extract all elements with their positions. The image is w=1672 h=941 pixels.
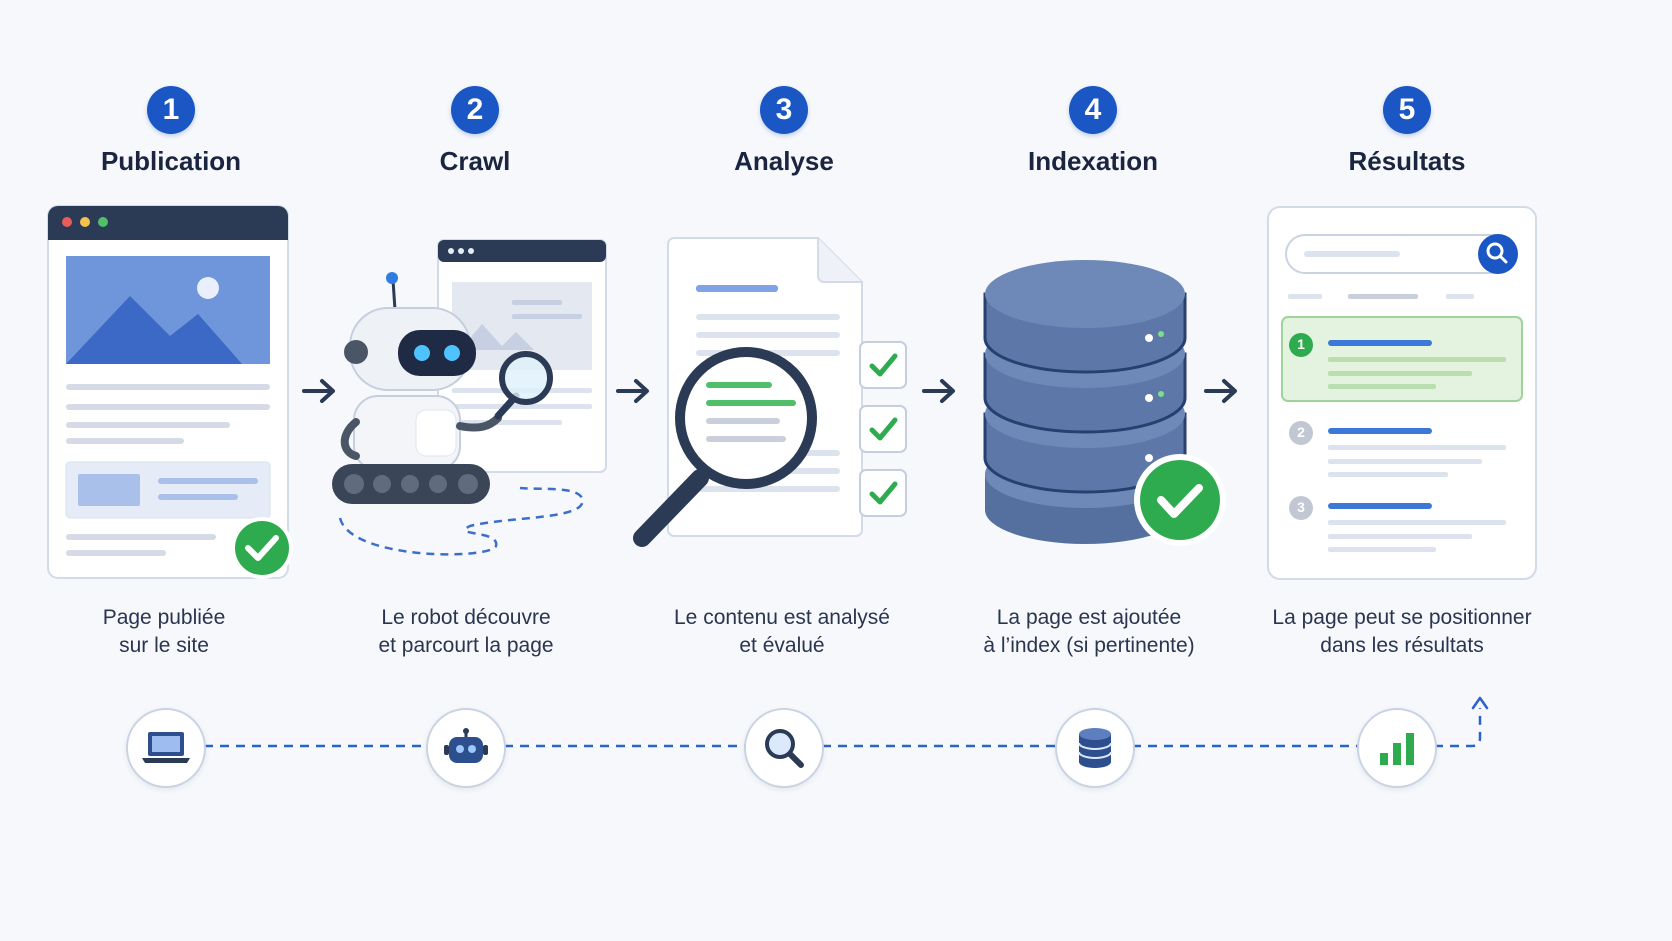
step-1-caption-line1: Page publiée bbox=[102, 606, 226, 629]
database-illustration bbox=[983, 260, 1226, 546]
step-2-number: 2 bbox=[451, 86, 499, 134]
step-5-caption: La page peut se positionner dans les rés… bbox=[1242, 604, 1562, 660]
step-3-title: Analyse bbox=[734, 146, 834, 176]
timeline-step-3 bbox=[744, 708, 824, 788]
laptop-icon bbox=[142, 732, 190, 763]
step-2-title: Crawl bbox=[439, 146, 511, 176]
bar-chart-icon bbox=[1380, 733, 1414, 765]
step-4-caption: La page est ajoutée à l’index (si pertin… bbox=[929, 604, 1249, 660]
search-results-illustration: 1 2 3 bbox=[1266, 205, 1538, 581]
step-3-caption-line2: et évalué bbox=[739, 634, 825, 657]
step-3-caption: Le contenu est analysé et évalué bbox=[622, 604, 942, 660]
step-1-title: Publication bbox=[100, 146, 242, 176]
database-icon bbox=[1078, 728, 1112, 768]
step-3-number: 3 bbox=[760, 86, 808, 134]
robot-icon bbox=[444, 728, 488, 763]
step-5-number: 5 bbox=[1383, 86, 1431, 134]
step-5-caption-line2: dans les résultats bbox=[1320, 634, 1484, 657]
step-4-number: 4 bbox=[1069, 86, 1117, 134]
step-1-number: 1 bbox=[147, 86, 195, 134]
step-2-caption-line2: et parcourt la page bbox=[378, 634, 554, 657]
timeline-step-2 bbox=[426, 708, 506, 788]
step-1-caption: Page publiée sur le site bbox=[4, 604, 324, 660]
published-page-illustration bbox=[47, 205, 293, 579]
search-icon bbox=[765, 729, 804, 768]
arrow-icon bbox=[616, 379, 649, 403]
arrow-icon bbox=[1204, 379, 1237, 403]
step-4-caption-line1: La page est ajoutée bbox=[996, 606, 1182, 629]
analysis-illustration bbox=[633, 237, 907, 547]
timeline-step-5 bbox=[1357, 708, 1437, 788]
arrow-icon bbox=[302, 379, 335, 403]
step-3-caption-line1: Le contenu est analysé bbox=[674, 606, 890, 629]
step-5-caption-line1: La page peut se positionner bbox=[1272, 606, 1532, 629]
step-4-caption-line2: à l’index (si pertinente) bbox=[983, 634, 1195, 657]
step-1-caption-line2: sur le site bbox=[119, 634, 209, 657]
result-rank-1: 1 bbox=[1297, 336, 1305, 352]
step-2-caption-line1: Le robot découvre bbox=[381, 606, 551, 629]
timeline-dashed-line bbox=[204, 696, 1489, 748]
arrow-icon bbox=[922, 379, 955, 403]
result-rank-2: 2 bbox=[1297, 424, 1305, 440]
timeline-step-4 bbox=[1055, 708, 1135, 788]
crawl-robot-illustration bbox=[332, 239, 607, 556]
timeline-step-1 bbox=[126, 708, 206, 788]
result-rank-3: 3 bbox=[1297, 499, 1305, 515]
step-4-title: Indexation bbox=[1027, 146, 1158, 176]
step-5-title: Résultats bbox=[1348, 146, 1466, 176]
step-2-caption: Le robot découvre et parcourt la page bbox=[306, 604, 626, 660]
